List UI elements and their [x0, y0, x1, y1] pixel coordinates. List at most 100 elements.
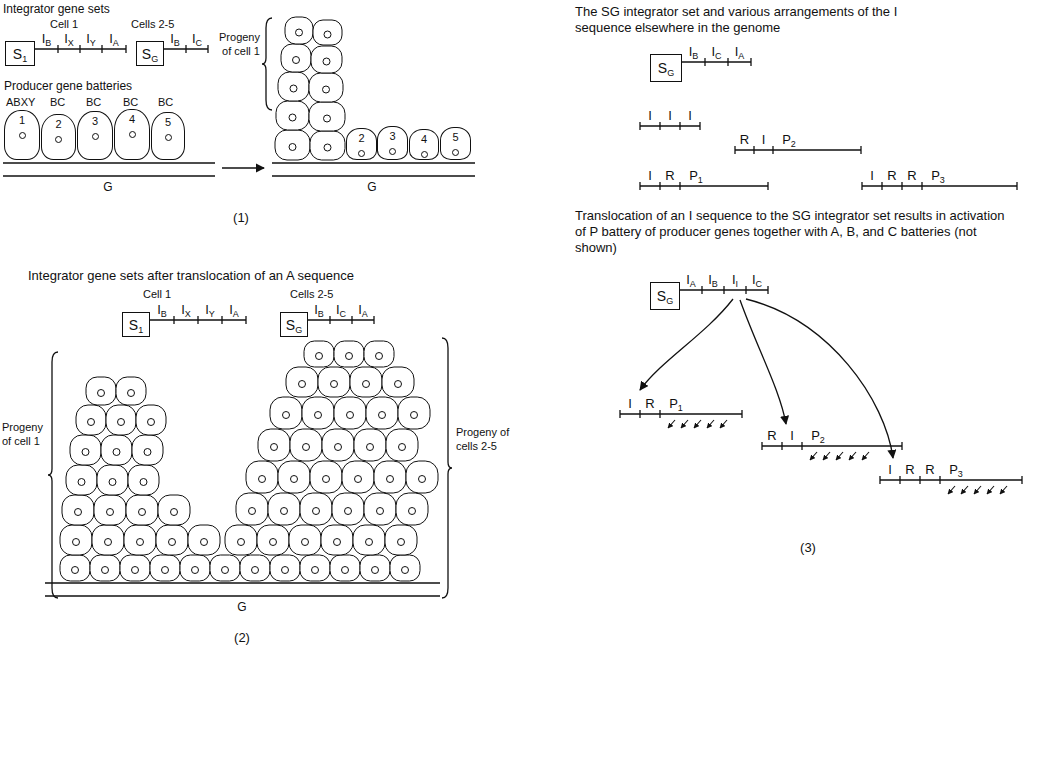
gene-tick	[79, 45, 80, 53]
nucleus	[201, 539, 208, 546]
nucleus	[291, 476, 298, 483]
cell	[270, 555, 300, 581]
gene-label: R	[767, 429, 776, 442]
text-label: Integrator gene sets after translocation…	[28, 268, 354, 284]
expression-arrow	[823, 452, 830, 460]
nucleus	[192, 567, 199, 574]
subscript: 3	[958, 469, 963, 479]
bracket	[442, 338, 452, 598]
cell	[124, 525, 156, 555]
integrator-box: SG	[136, 41, 164, 66]
gene-tick	[781, 442, 782, 450]
cell	[97, 465, 128, 495]
gene-label: IC	[192, 32, 202, 45]
activation-arrow	[746, 299, 893, 458]
gene-label: IA	[358, 303, 368, 316]
gene-tick	[734, 146, 735, 154]
cell	[289, 525, 321, 555]
box-label: SG	[286, 317, 302, 333]
nucleus	[281, 508, 288, 515]
nucleus	[315, 412, 322, 419]
expression-arrow	[1000, 486, 1007, 494]
gene-label: I	[648, 109, 652, 122]
cell	[322, 429, 354, 461]
cell	[120, 555, 150, 581]
expression-arrow	[694, 420, 701, 428]
gene-label: IB	[708, 273, 718, 286]
bracket	[262, 18, 272, 110]
text-label: Progeny of cells 2-5	[456, 425, 516, 453]
cell	[128, 465, 159, 495]
subscript: 1	[138, 325, 143, 335]
gene-tick	[901, 182, 902, 190]
gene-label: IX	[181, 303, 191, 316]
subscript: 2	[820, 435, 825, 445]
nucleus	[399, 444, 406, 451]
cell	[86, 377, 116, 405]
cell	[236, 493, 268, 525]
text-label: Producer gene batteries	[4, 79, 132, 94]
cell	[240, 555, 270, 581]
nucleus	[316, 353, 323, 360]
nucleus	[411, 412, 418, 419]
ground-line	[3, 162, 215, 163]
expression-arrow	[668, 420, 675, 428]
nucleus	[345, 508, 352, 515]
gene-label: I	[628, 397, 632, 410]
gene-label: IB	[170, 32, 180, 45]
gene-tick	[221, 316, 222, 324]
nucleus	[222, 567, 229, 574]
gene-label: IA	[735, 45, 745, 58]
ground-line	[45, 595, 440, 596]
nucleus	[347, 412, 354, 419]
cell	[60, 555, 90, 581]
gene-label: IB	[42, 32, 52, 45]
nucleus	[323, 58, 330, 65]
cell	[386, 429, 418, 461]
nucleus	[249, 508, 256, 515]
subscript: A	[113, 38, 119, 48]
gene-label: R	[665, 169, 674, 182]
cell	[180, 555, 210, 581]
gene-tick	[701, 286, 702, 294]
subscript: B	[712, 279, 718, 289]
gene-tick	[245, 316, 246, 324]
cell	[385, 525, 417, 555]
cell	[270, 397, 302, 429]
subscript: B	[174, 38, 180, 48]
cell-number: 1	[19, 114, 25, 127]
cell	[281, 44, 311, 72]
cell	[302, 397, 334, 429]
integrator-box: SG	[280, 312, 308, 337]
text-label: Cell 1	[50, 17, 78, 31]
text-label: BC	[123, 95, 138, 109]
gene-label: IY	[205, 303, 215, 316]
gene-label: IC	[711, 45, 721, 58]
expression-arrow	[862, 452, 869, 460]
cell	[278, 72, 309, 101]
gene-tick	[101, 45, 102, 53]
box-label: S1	[129, 317, 143, 333]
box-label: SG	[658, 60, 674, 76]
cell	[396, 493, 428, 525]
gene-tick	[639, 182, 640, 190]
gene-tick	[741, 410, 742, 418]
nucleus	[171, 509, 178, 516]
subscript: A	[233, 309, 239, 319]
text-label: Progeny of cell 1	[212, 30, 260, 58]
expression-arrow	[707, 420, 714, 428]
gene-tick	[761, 442, 762, 450]
cell: 3	[377, 126, 408, 160]
gene-tick	[1016, 182, 1017, 190]
nucleus	[379, 412, 386, 419]
cell	[116, 377, 146, 405]
nucleus	[372, 567, 379, 574]
gene-tick	[767, 182, 768, 190]
gene-label: IB	[314, 303, 324, 316]
gene-tick	[919, 476, 920, 484]
cell	[276, 101, 309, 130]
gene-label: I	[688, 109, 692, 122]
nucleus	[271, 444, 278, 451]
